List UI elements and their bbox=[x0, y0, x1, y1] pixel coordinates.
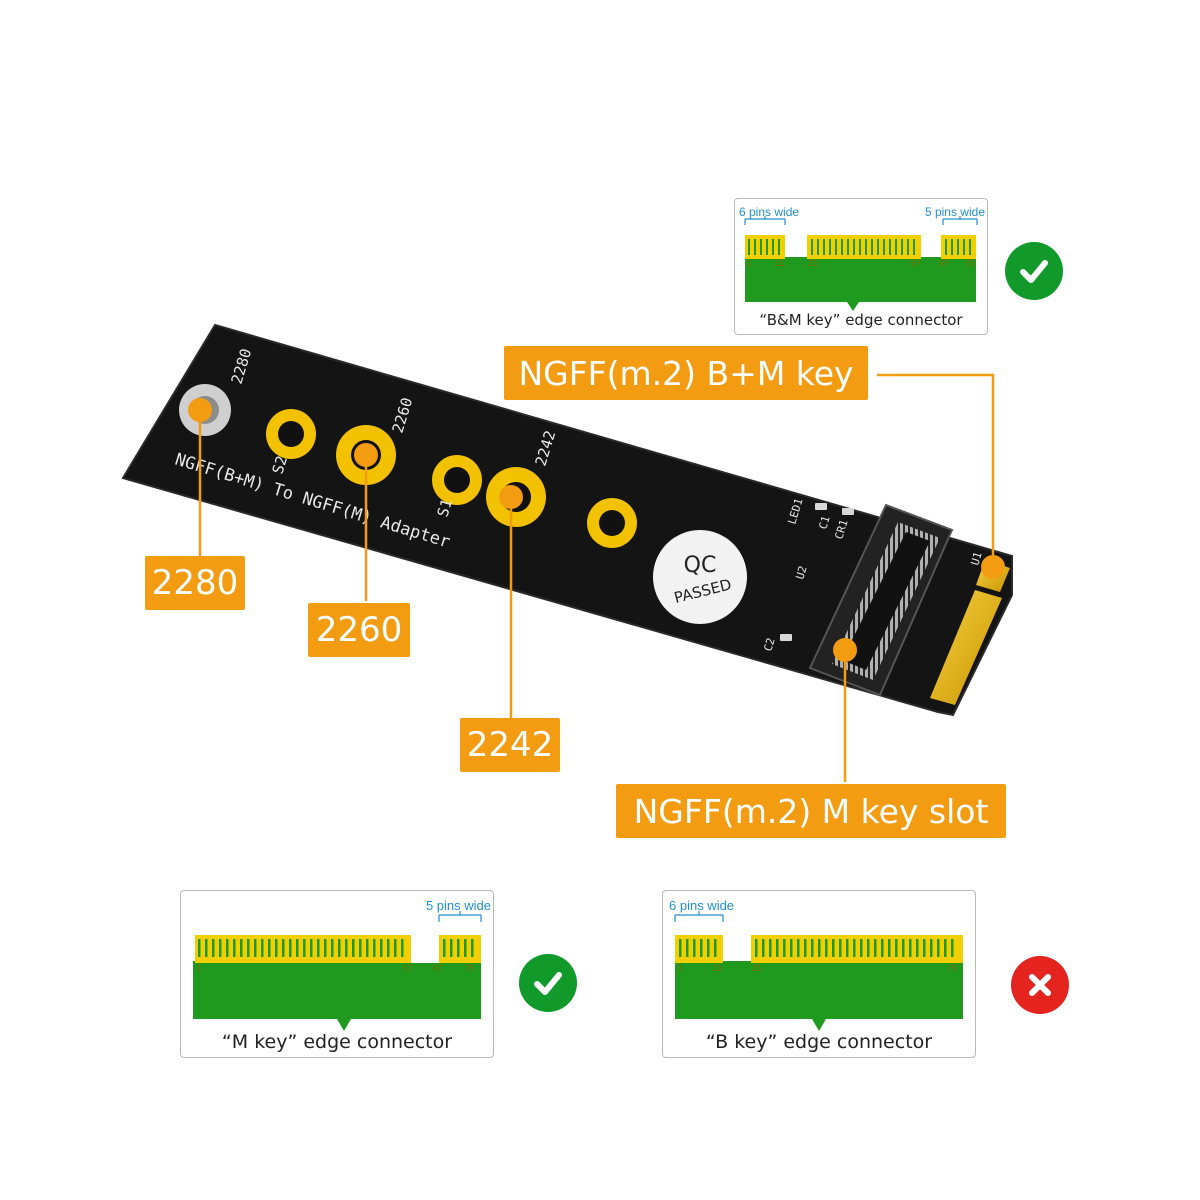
m-key-caption: “M key” edge connector bbox=[221, 1031, 453, 1053]
cross-icon bbox=[1011, 956, 1069, 1014]
callout-bm-key: NGFF(m.2) B+M key bbox=[504, 346, 868, 400]
silk-cr1: CR1 bbox=[832, 518, 850, 541]
silk-u1: U1 bbox=[968, 550, 984, 566]
svg-text:QC: QC bbox=[684, 553, 717, 578]
check-icon bbox=[519, 954, 577, 1012]
callout-dots bbox=[188, 398, 1005, 662]
qc-passed-sticker: QC PASSED bbox=[653, 530, 747, 624]
m-edge-connector-drawing bbox=[193, 911, 482, 1031]
mount-hole-extra bbox=[587, 498, 637, 548]
bm-key-connector-diagram: 6 pins wide 5 pins wide 1 11 bbox=[734, 198, 988, 335]
mount-hole-s1 bbox=[432, 455, 482, 505]
m-note-5-pins: 5 pins wide bbox=[425, 898, 491, 913]
silk-s2: S2 bbox=[269, 454, 291, 477]
silk-u2: U2 bbox=[793, 564, 809, 580]
bm-note-6-pins: 6 pins wide bbox=[739, 205, 800, 219]
check-icon bbox=[1005, 242, 1063, 300]
callout-2280: 2280 bbox=[145, 556, 245, 610]
bm-key-caption: “B&M key” edge connector bbox=[759, 311, 963, 329]
mount-hole-s2 bbox=[266, 409, 316, 459]
callout-2242: 2242 bbox=[460, 718, 560, 772]
pcb-body bbox=[121, 323, 1013, 717]
b-key-connector-diagram: 6 pins wide 1 11 21 75 bbox=[662, 890, 976, 1058]
smd-components bbox=[780, 503, 854, 641]
silk-c2: C2 bbox=[761, 636, 777, 652]
b-key-caption: “B key” edge connector bbox=[705, 1031, 933, 1053]
b-note-6-pins: 6 pins wide bbox=[669, 898, 735, 913]
callout-lines bbox=[198, 373, 995, 782]
m-key-connector-diagram: 5 pins wide 1 57 67 bbox=[180, 890, 494, 1058]
silk-s1: S1 bbox=[434, 497, 456, 520]
bm-note-5-pins: 5 pins wide bbox=[924, 205, 985, 219]
callout-m-key-slot: NGFF(m.2) M key slot bbox=[616, 784, 1006, 838]
bm-edge-connector-drawing bbox=[744, 216, 978, 311]
callout-2260: 2260 bbox=[308, 603, 410, 657]
silk-c1: C1 bbox=[816, 514, 832, 530]
b-edge-connector-drawing bbox=[674, 911, 963, 1031]
